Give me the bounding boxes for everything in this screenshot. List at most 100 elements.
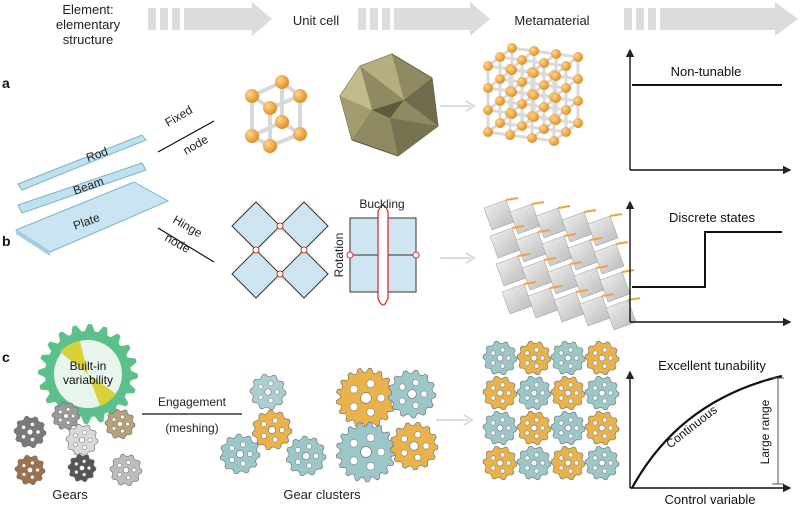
kirigami-panel [587,215,619,247]
kirigami-panel [521,259,553,291]
lattice-node-sphere [507,65,517,75]
lattice-node-sphere [561,105,571,115]
gear-clusters-label: Gear clusters [283,487,361,502]
non-tunable-label: Non-tunable [671,64,742,79]
grid-gear [584,410,620,446]
lattice-node-sphere [495,118,505,128]
lattice-node-sphere [505,130,515,140]
fixed-node-connector: Fixed node [157,103,215,158]
rotation-label: Rotation [332,233,346,278]
hinge-node-connector: Hinge node [157,212,215,263]
grid-gear [550,445,586,481]
gears-label: Gears [52,487,88,502]
buckling-unit-cell: Buckling Rotation [332,197,420,306]
row-label-c: c [2,349,10,365]
lattice-node-sphere [517,55,527,65]
lattice-node-sphere [561,127,571,137]
header-element-label-1: Element: [62,2,113,17]
hinge-points [252,222,308,278]
grid-gear [516,340,552,376]
kirigami-panel [547,263,579,295]
cluster-gear [285,435,327,477]
gear-metamaterial [482,340,620,481]
lattice-node-sphere [483,61,493,71]
elementary-structures: Rod Beam Plate [14,134,170,256]
grid-gear [482,340,518,376]
grid-gear [482,445,518,481]
lattice-node-sphere [529,112,539,122]
header-element-label-2: elementary [56,17,121,32]
kirigami-panel [527,287,559,319]
kirigami-panel [501,283,533,315]
kirigami-panel [553,291,585,323]
continuous-curve [631,374,783,489]
control-variable-label: Control variable [664,492,755,507]
kirigami-panel [599,271,631,303]
kirigami-panel [567,239,599,271]
grid-gear [516,375,552,411]
lattice-node-sphere [539,58,549,68]
lattice-node-sphere [549,136,559,146]
header-flow-arrows [148,2,798,36]
grid-gear [550,410,586,446]
gear-photo [14,454,46,486]
fixed-label: Fixed [163,103,195,130]
built-in-label-1: Built-in [70,359,107,373]
lattice-node-sphere [551,71,561,81]
lattice-node-sphere [573,52,583,62]
grid-gear [584,445,620,481]
lattice-node-sphere [495,96,505,106]
grid-gear [550,375,586,411]
lattice-node-sphere [529,90,539,100]
lattice-metamaterial [483,43,583,146]
cluster-gear [335,367,397,429]
kirigami-panel [535,207,567,239]
flow-arrow-row-c [436,414,474,426]
built-in-label-2: variability [63,373,113,387]
lattice-node-sphere [517,99,527,109]
buckling-label: Buckling [359,197,404,211]
lattice-node-sphere [561,83,571,93]
rotating-squares-unit-cell [231,201,329,299]
header-unit-cell: Unit cell [293,13,339,28]
discrete-states-curve [632,231,782,288]
discrete-states-label: Discrete states [669,210,755,225]
engagement-connector: Engagement (meshing) [142,395,242,435]
graph-excellent-tunability: Excellent tunability Continuous Large ra… [625,358,792,507]
kirigami-panel [593,243,625,275]
cube-unit-cell [250,80,302,148]
beam-label: Beam [71,174,105,198]
graph-discrete-states: Discrete states [625,200,792,327]
lattice-node-sphere [573,96,583,106]
lattice-node-sphere [551,115,561,125]
lattice-node-sphere [495,52,505,62]
gear-photo [109,453,143,487]
lattice-node-sphere [561,61,571,71]
lattice-node-sphere [483,105,493,115]
rod-shape [17,134,147,191]
flow-arrow-row-b [440,252,476,264]
kirigami-panel [561,211,593,243]
row-label-b: b [2,233,11,249]
cluster-gear [219,433,261,475]
engagement-label: Engagement [158,395,227,409]
meshing-label: (meshing) [165,421,218,435]
cluster-gear [249,373,287,411]
cluster-gear [251,409,293,451]
header-element-label-3: structure [63,32,114,47]
gear-photo [104,408,136,440]
grid-gear [482,375,518,411]
tunability-title: Excellent tunability [658,358,766,373]
kirigami-panel [541,235,573,267]
gear-photo [51,401,81,431]
cluster-gear [387,369,437,419]
gear-photo [67,453,97,483]
built-in-variability-gear [38,324,138,424]
lattice-node-sphere [539,124,549,134]
lattice-node-sphere [483,127,493,137]
gear-clusters [219,367,439,483]
kirigami-panel [495,255,527,287]
gear-photo [13,415,47,449]
polyhedron-unit-cell [339,53,439,157]
